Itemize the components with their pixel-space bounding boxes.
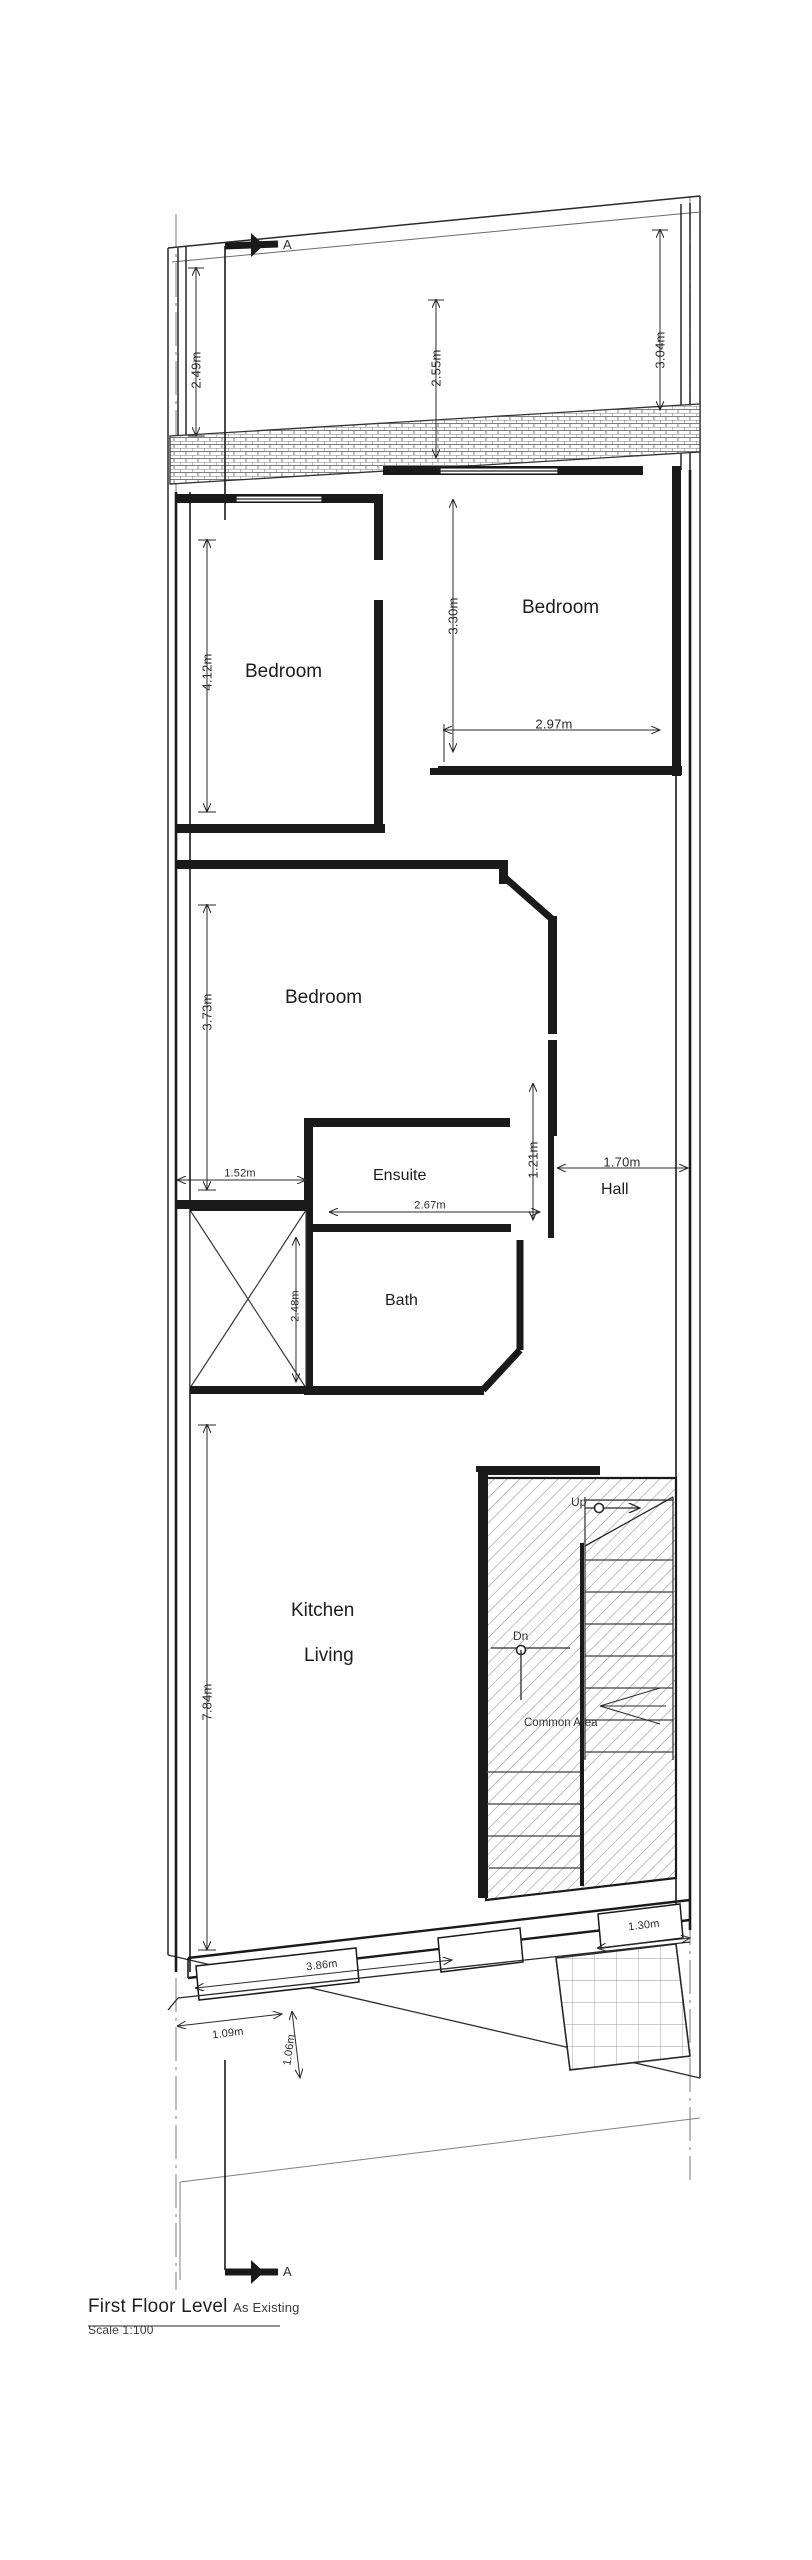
terrace-hatch-edge [555,1943,691,2071]
building-envelope [174,470,692,1972]
staircase [486,1496,674,1886]
common-area-leader [599,1687,666,1725]
bath-angled-wall [480,1240,524,1393]
wall-group-middle [176,860,508,884]
void-cross-box [189,1209,307,1389]
wall-group-lower [476,1466,600,1475]
drawing-scale: Scale 1:100 [88,2323,154,2337]
hall-wall [548,1128,554,1238]
dimension-lines [178,230,690,2078]
section-marker-top [224,233,279,520]
yard-walls [177,203,691,470]
window-bedroom1 [235,495,323,503]
drawing-title-suffix: As Existing [233,2300,300,2315]
common-area-block [478,1476,678,1902]
door-openings-upper [374,560,438,768]
common-area-left-wall [478,1472,488,1898]
drawing-title: First Floor Level As Existing [88,2296,300,2318]
stair-direction-up [585,1502,640,1514]
stair-direction-down [491,1644,570,1700]
drawing-title-text: First Floor Level [88,2296,228,2317]
terrace-tiled [555,1943,691,2071]
window-bedroom2 [439,467,559,475]
wall-group-middle-angled [500,873,556,923]
site-boundary-secondary [171,211,701,2280]
dimension-ticks [188,229,668,1951]
title-block: First Floor Level As Existing Scale 1:10… [88,2296,300,2337]
void-box-walls [190,1204,310,1394]
section-marker-bottom [224,2060,278,2284]
